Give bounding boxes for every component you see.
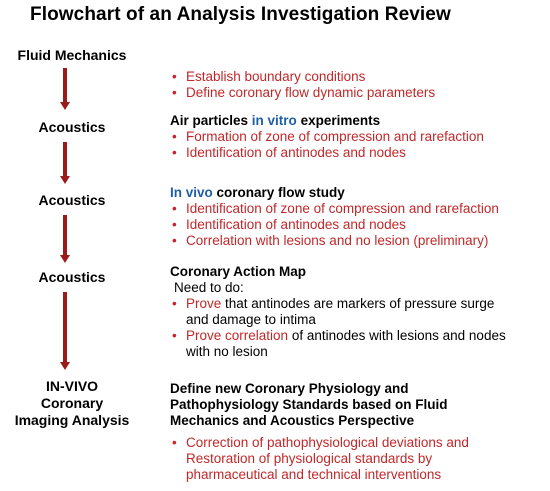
- stage-acoustics-3: Acoustics: [38, 269, 106, 285]
- block-new-standards: Define new Coronary Physiology and Patho…: [170, 381, 545, 483]
- list-item: •Formation of zone of compression and ra…: [172, 129, 484, 144]
- block-heading: Define new Coronary Physiology and Patho…: [170, 381, 448, 428]
- block-heading: Air particles in vitro experiments: [170, 113, 381, 128]
- list-item: •Identification of antinodes and nodes: [172, 145, 406, 160]
- arrow-4: [60, 292, 70, 370]
- stage-acoustics-1: Acoustics: [38, 119, 106, 135]
- stage-acoustics-2: Acoustics: [38, 192, 106, 208]
- list-item: •Correction of pathophysiological deviat…: [172, 435, 469, 482]
- block-in-vivo: In vivo coronary flow study •Identificat…: [170, 185, 545, 249]
- list-item: •Prove that antinodes are markers of pre…: [172, 296, 495, 327]
- stage-fluid-mechanics: Fluid Mechanics: [17, 47, 127, 63]
- block-coronary-action-map: Coronary Action Map Need to do: •Prove t…: [170, 264, 545, 360]
- list-item: •Identification of antinodes and nodes: [172, 217, 406, 232]
- stage-in-vivo-imaging: IN-VIVO Coronary Imaging Analysis: [14, 378, 130, 428]
- block-boundary-conditions: •Establish boundary conditions •Define c…: [170, 69, 545, 101]
- block-in-vitro: Air particles in vitro experiments •Form…: [170, 113, 545, 161]
- bullet-list: •Correction of pathophysiological deviat…: [170, 435, 545, 483]
- list-item: •Define coronary flow dynamic parameters: [172, 85, 436, 100]
- block-heading: Coronary Action Map: [170, 264, 307, 279]
- list-item: •Establish boundary conditions: [172, 69, 366, 84]
- arrow-1: [60, 68, 70, 110]
- page-title: Flowchart of an Analysis Investigation R…: [30, 4, 451, 25]
- bullet-list: •Formation of zone of compression and ra…: [170, 129, 545, 161]
- bullet-list: •Identification of zone of compression a…: [170, 201, 545, 249]
- block-subheading: Need to do:: [174, 280, 244, 295]
- list-item: •Correlation with lesions and no lesion …: [172, 233, 489, 248]
- block-heading: In vivo coronary flow study: [170, 185, 345, 200]
- bullet-list: •Establish boundary conditions •Define c…: [170, 69, 545, 101]
- list-item: •Prove correlation of antinodes with les…: [172, 328, 506, 359]
- bullet-list: •Prove that antinodes are markers of pre…: [170, 296, 545, 360]
- arrow-3: [60, 215, 70, 263]
- arrow-2: [60, 142, 70, 184]
- list-item: •Identification of zone of compression a…: [172, 201, 499, 216]
